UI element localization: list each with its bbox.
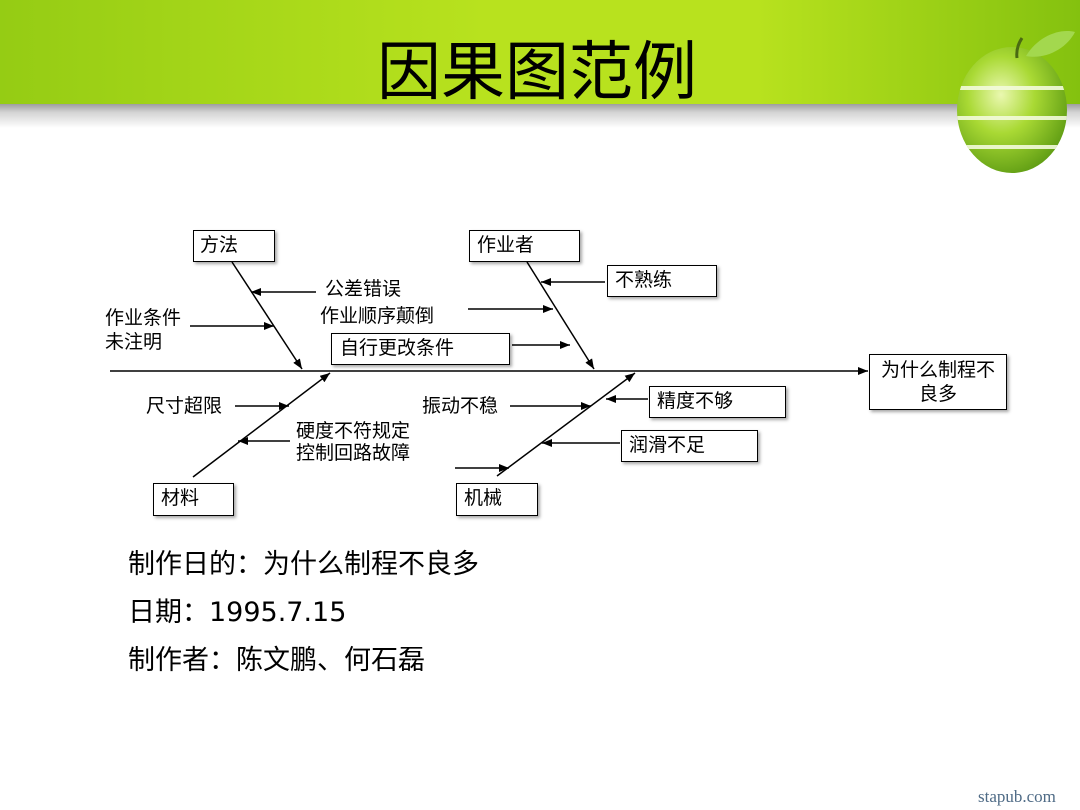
cause-label-size-overrun: 尺寸超限 xyxy=(146,395,223,417)
info-author: 制作者：陈文鹏、何石磊 xyxy=(128,645,425,676)
header-shadow xyxy=(0,104,1080,128)
info-purpose: 制作日的：为什么制程不良多 xyxy=(128,549,479,580)
effect-line-2: 良多 xyxy=(918,383,957,405)
cause-label-tolerance-error: 公差错误 xyxy=(325,278,402,300)
cause-label-sequence-reversed: 作业顺序颠倒 xyxy=(320,305,435,327)
apple-icon xyxy=(957,31,1075,173)
work-conditions-line-1: 作业条件 xyxy=(105,307,182,329)
slide-title: 因果图范例 xyxy=(377,36,697,110)
hardness-line-1: 硬度不符规定 xyxy=(296,420,411,442)
category-box-operator: 作业者 xyxy=(469,230,580,262)
category-label-operator: 作业者 xyxy=(477,234,535,256)
operator-bone xyxy=(526,261,595,370)
effect-line-1: 为什么制程不 xyxy=(880,359,995,381)
cause-label-lubrication: 润滑不足 xyxy=(629,434,706,456)
watermark: stapub.com xyxy=(978,787,1056,806)
cause-label-unskilled: 不熟练 xyxy=(615,269,673,291)
material-bone xyxy=(192,372,331,478)
work-conditions-line-2: 未注明 xyxy=(105,331,163,353)
cause-label-work-conditions: 作业条件 未注明 xyxy=(105,306,181,354)
category-label-method: 方法 xyxy=(200,234,239,256)
cause-label-self-changed: 自行更改条件 xyxy=(340,337,455,359)
category-box-machine: 机械 xyxy=(456,483,538,516)
cause-label-precision: 精度不够 xyxy=(657,390,734,412)
cause-label-vibration: 振动不稳 xyxy=(422,395,499,417)
info-date: 日期：1995.7.15 xyxy=(128,597,347,628)
method-bone xyxy=(231,261,303,370)
machine-bone xyxy=(496,372,636,477)
cause-box-precision: 精度不够 xyxy=(649,386,786,418)
effect-box: 为什么制程不 良多 xyxy=(869,354,1007,410)
cause-box-self-changed: 自行更改条件 xyxy=(331,333,510,365)
category-label-machine: 机械 xyxy=(464,487,503,509)
cause-box-lubrication: 润滑不足 xyxy=(621,430,758,462)
category-label-material: 材料 xyxy=(161,487,200,509)
hardness-line-2: 控制回路故障 xyxy=(296,442,411,464)
cause-box-unskilled: 不熟练 xyxy=(607,265,717,297)
category-box-method: 方法 xyxy=(193,230,275,262)
cause-label-hardness-control: 硬度不符规定 控制回路故障 xyxy=(296,420,410,464)
category-box-material: 材料 xyxy=(153,483,234,516)
header-band xyxy=(0,0,1080,104)
